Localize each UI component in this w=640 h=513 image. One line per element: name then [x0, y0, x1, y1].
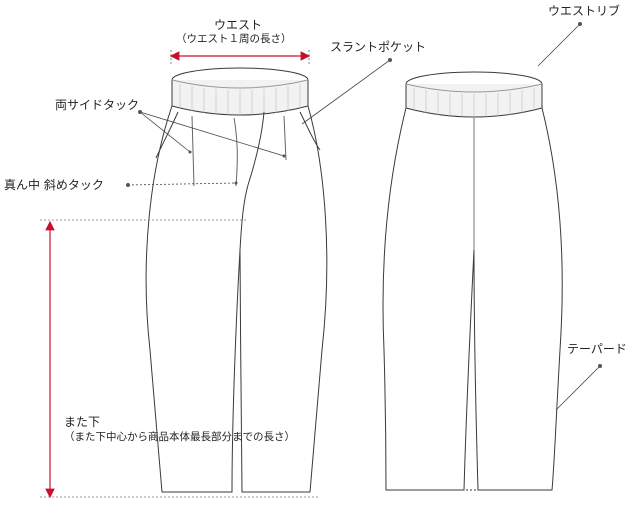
inseam-label: また下 [64, 415, 101, 429]
front-right-leg [239, 105, 328, 493]
front-left-leg [145, 105, 249, 493]
slant-pocket-right [299, 111, 321, 151]
center-tuck [233, 117, 238, 187]
inseam-note-label: （また下中心から商品本体最長部分までの長さ） [64, 431, 295, 443]
both-side-tuck-label: 両サイドタック [55, 98, 140, 112]
side-tuck-right [283, 115, 287, 161]
leader-dots [126, 22, 602, 368]
back-view [382, 71, 563, 491]
inseam-guides [40, 219, 320, 498]
side-tuck-left [191, 115, 195, 187]
waist-note-label: （ウエスト１周の長さ） [176, 33, 292, 45]
back-right-leg [473, 107, 563, 491]
waist-measure [169, 50, 311, 66]
slant-pocket-label: スラントポケット [330, 40, 427, 54]
leader-lines [127, 23, 601, 411]
tapered-label: テーパード [567, 342, 627, 356]
slant-pocket-left [155, 111, 179, 159]
waist-label: ウエスト [214, 18, 263, 32]
center-diagonal-tuck-label: 真ん中 斜めタック [4, 178, 104, 192]
front-view [145, 67, 328, 493]
waist-rib-label: ウエストリブ [548, 4, 621, 18]
back-left-leg [382, 107, 475, 491]
